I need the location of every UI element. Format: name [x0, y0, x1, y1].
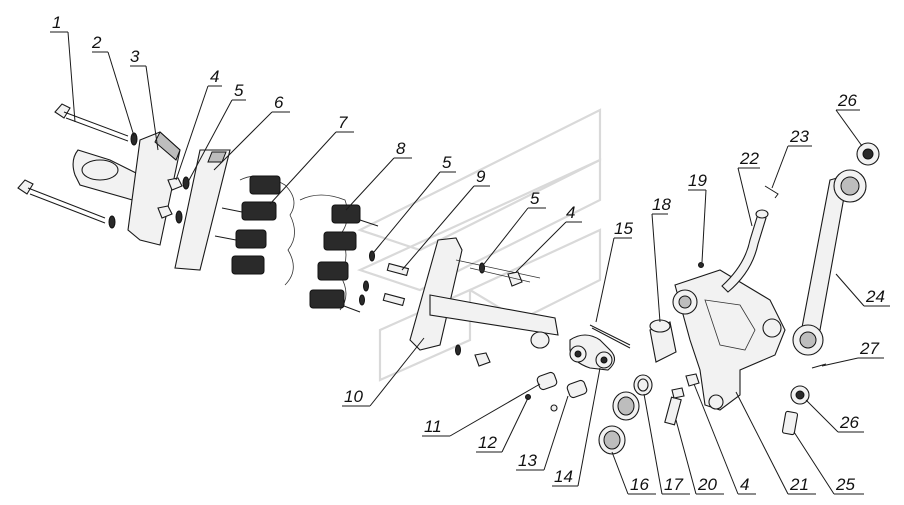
callout-22: 22	[739, 149, 759, 168]
link-rod-part-24	[792, 169, 867, 356]
callout-4-lower: 4	[740, 475, 749, 494]
bracket-part-3	[72, 131, 181, 246]
plate-part-6	[174, 149, 231, 271]
callout-17: 17	[664, 475, 683, 494]
tube-part-22	[721, 209, 769, 293]
nut-part-4-lower	[685, 373, 700, 387]
callout-18: 18	[652, 195, 671, 214]
callout-26-lower: 26	[839, 413, 859, 432]
washer-part-5	[175, 176, 190, 224]
callout-5-upper-left: 5	[234, 81, 244, 100]
washer-nut-near-lever	[455, 262, 531, 367]
nut-part-4	[157, 177, 183, 219]
washer-part-2	[108, 132, 138, 229]
callout-4-middle: 4	[566, 203, 575, 222]
dot-part-19	[698, 262, 704, 268]
ring-part-16	[598, 391, 640, 455]
callout-12: 12	[478, 433, 497, 452]
callout-11: 11	[424, 417, 442, 436]
bolt-part-20	[664, 387, 685, 426]
lever-part-10	[409, 237, 559, 351]
callout-16: 16	[630, 475, 649, 494]
callout-1: 1	[52, 13, 61, 32]
callout-6: 6	[274, 93, 284, 112]
sleeve-part-18	[649, 319, 677, 363]
callout-25: 25	[835, 475, 855, 494]
bushing-part-11	[536, 371, 558, 391]
callout-23: 23	[789, 127, 809, 146]
leader-lines	[50, 31, 890, 495]
callout-7: 7	[338, 113, 348, 132]
bushing-part-26-upper	[856, 142, 880, 166]
spring-stack-part-8	[299, 194, 379, 313]
pin-part-15	[589, 324, 631, 349]
callout-10: 10	[344, 387, 363, 406]
callout-9: 9	[476, 167, 486, 186]
bushing-part-13	[566, 379, 588, 399]
callout-8: 8	[396, 139, 406, 158]
bushing-part-26-lower	[790, 385, 810, 405]
double-lug-part-14	[569, 334, 616, 371]
callout-labels: 1 2 3 4 5 6 7 8 5 9 5 4 15 18 19 22 23 2…	[52, 13, 885, 494]
callout-14: 14	[554, 467, 573, 486]
callout-3: 3	[130, 47, 140, 66]
callout-27: 27	[859, 339, 879, 358]
callout-4-upper-left: 4	[210, 67, 219, 86]
callout-19: 19	[688, 171, 707, 190]
pin-part-27	[811, 363, 827, 369]
callout-15: 15	[614, 219, 633, 238]
bolt-part-25	[781, 410, 799, 436]
bolt-part-9	[382, 262, 410, 307]
ring-part-17	[633, 374, 653, 396]
callout-13: 13	[518, 451, 537, 470]
spring-stack-part-7	[214, 175, 295, 286]
nut-part-12	[525, 394, 558, 412]
callout-2: 2	[91, 33, 102, 52]
housing-part-21	[672, 269, 786, 411]
callout-24: 24	[865, 287, 885, 306]
callout-26-upper: 26	[837, 91, 857, 110]
callout-21: 21	[789, 475, 809, 494]
callout-5-right: 5	[530, 189, 540, 208]
washer-part-5-middle	[359, 250, 375, 306]
cotter-pin-part-23	[764, 185, 779, 199]
callout-5-middle: 5	[442, 153, 452, 172]
callout-20: 20	[697, 475, 717, 494]
